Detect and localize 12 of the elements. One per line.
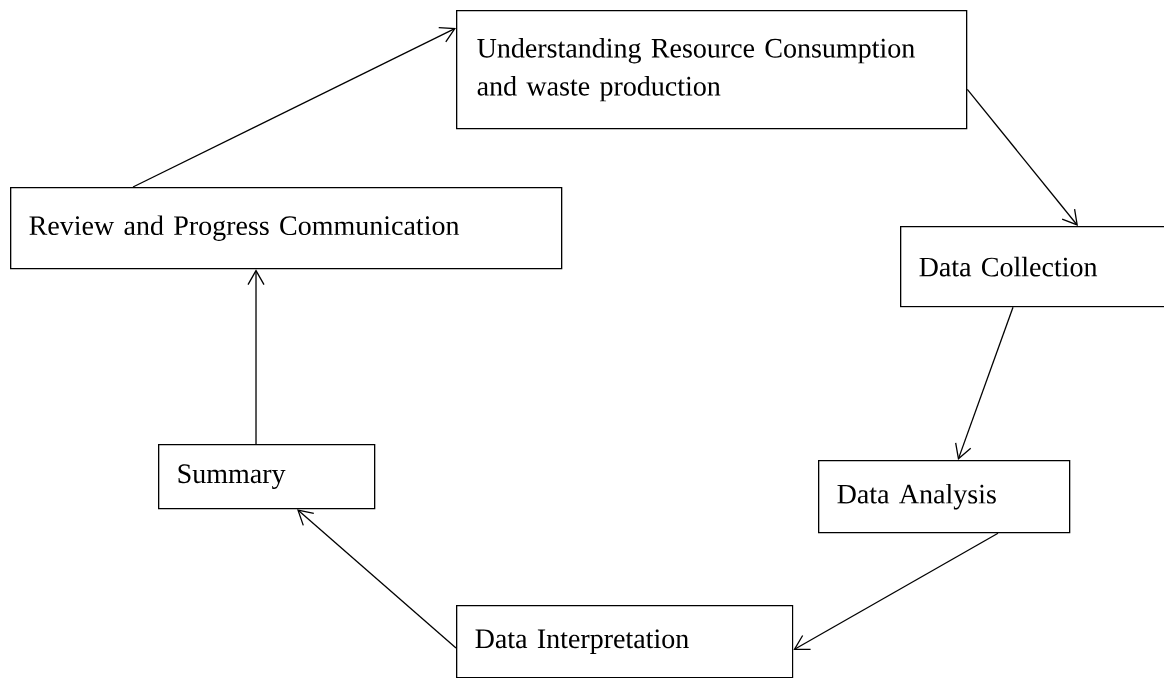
arrow xyxy=(966,88,1078,226)
arrow xyxy=(297,509,457,649)
process-box: Understanding Resource Consumption and waste production xyxy=(456,10,968,130)
arrow xyxy=(132,26,456,188)
process-box: Data Interpretation xyxy=(456,605,794,678)
arrow xyxy=(793,532,999,650)
arrow xyxy=(247,269,265,445)
process-box: Data Analysis xyxy=(818,460,1071,534)
process-box: Summary xyxy=(158,444,376,510)
arrow xyxy=(955,306,1014,460)
process-box: Review and Progress Communication xyxy=(10,187,563,270)
process-box: Data Collection xyxy=(900,226,1164,308)
